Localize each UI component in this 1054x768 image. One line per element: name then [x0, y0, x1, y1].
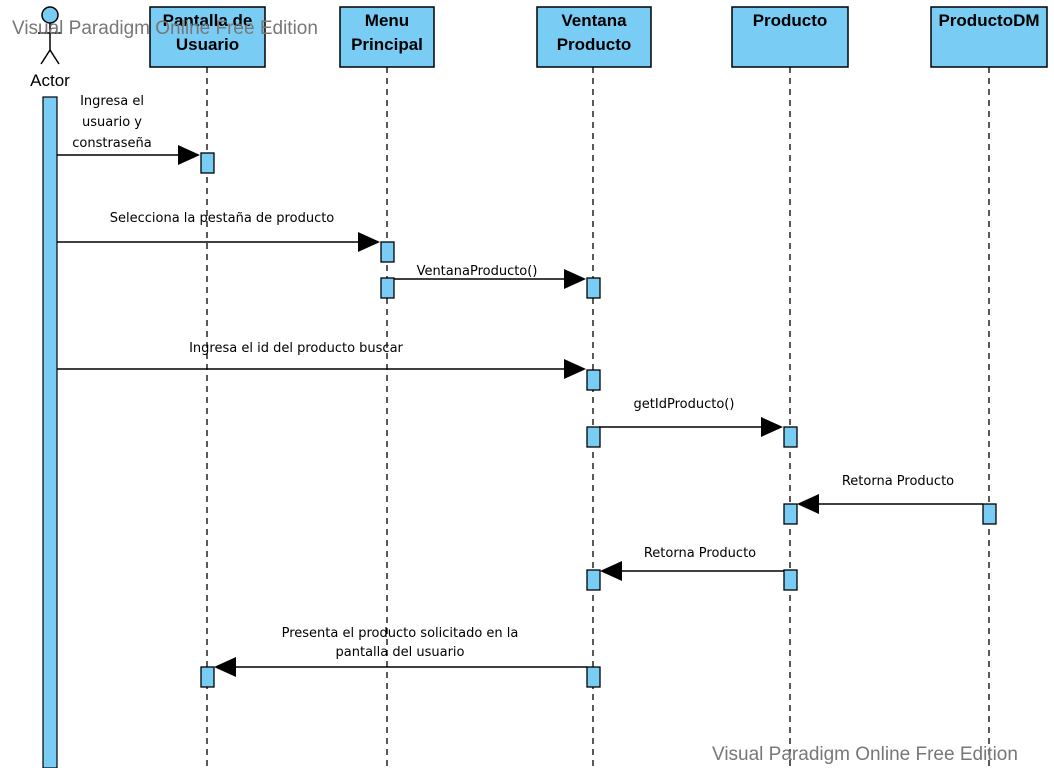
message-6-arrowhead	[797, 494, 819, 514]
message-5-send-activation	[586, 426, 601, 448]
message-5-receive-activation	[783, 426, 798, 448]
lifeline-box-ventana	[536, 6, 652, 68]
message-3-arrowhead	[564, 269, 586, 289]
message-2-receive-activation	[380, 241, 395, 263]
message-8-label-1: pantalla del usuario	[336, 645, 465, 660]
message-7-receive-activation	[586, 569, 601, 591]
message-3-label-0: VentanaProducto()	[417, 264, 538, 279]
lifeline-name-pantalla-1: Usuario	[176, 35, 239, 54]
message-1: Ingresa el usuario y constraseña	[57, 94, 215, 174]
lifeline-heads-layer: Pantalla deUsuarioMenuPrincipalVentanaPr…	[149, 6, 1048, 68]
message-6-send-activation	[982, 503, 997, 525]
message-1-arrowhead	[178, 145, 200, 165]
lifeline-box-producto	[731, 6, 849, 68]
actor-left-leg	[40, 49, 51, 65]
stick-figure-icon	[38, 6, 62, 65]
message-5: getIdProducto()	[586, 397, 798, 448]
message-7-label-0: Retorna Producto	[644, 546, 756, 561]
message-2: Selecciona la pestaña de producto	[57, 211, 395, 263]
lifeline-name-menu-1: Principal	[351, 35, 423, 54]
message-3: VentanaProducto()	[380, 264, 601, 299]
message-1-label-1: usuario y	[82, 115, 142, 130]
messages-layer: Ingresa el usuario y constraseñaSelecciona…	[57, 94, 997, 688]
message-4-label-0: Ingresa el id del producto buscar	[189, 341, 403, 356]
lifeline-box-menu	[339, 6, 435, 68]
message-7: Retorna Producto	[586, 546, 798, 591]
message-1-label-0: Ingresa el	[80, 94, 144, 109]
lifeline-name-ventana-0: Ventana	[561, 11, 627, 30]
lifeline-name-menu-0: Menu	[365, 11, 409, 30]
message-5-label-0: getIdProducto()	[634, 397, 735, 412]
message-8-label-0: Presenta el producto solicitado en la	[282, 626, 519, 641]
actor-activation-bar	[42, 96, 58, 768]
message-8: Presenta el producto solicitado en la pan…	[200, 626, 601, 688]
message-6-label-0: Retorna Producto	[842, 474, 954, 489]
lifeline-name-producto-0: Producto	[753, 11, 828, 30]
lifeline-head-pantalla: Pantalla de Usuario	[149, 6, 266, 68]
watermark-top: Visual Paradigm Online Free Edition	[12, 18, 318, 39]
actor-layer: Actor	[30, 6, 70, 768]
lifeline-box-pantalla	[149, 6, 266, 68]
actor-right-leg	[49, 49, 60, 65]
message-3-receive-activation	[586, 277, 601, 299]
message-5-arrowhead	[761, 417, 783, 437]
message-8-receive-activation	[200, 666, 215, 688]
lifeline-name-ventana-1: Producto	[557, 35, 632, 54]
message-4-receive-activation	[586, 369, 601, 391]
message-2-label-0: Selecciona la pestaña de producto	[110, 211, 335, 226]
lifeline-name-productodm-0: ProductoDM	[938, 11, 1039, 30]
lifeline-box-productodm	[930, 6, 1048, 68]
message-1-label-2: constraseña	[72, 136, 152, 151]
message-6-receive-activation	[783, 503, 798, 525]
message-8-arrowhead	[214, 657, 236, 677]
lifeline-head-ventana: VentanaProducto	[536, 6, 652, 68]
message-3-send-activation	[380, 277, 395, 299]
message-4: Ingresa el id del producto buscar	[57, 341, 601, 391]
actor: Actor	[30, 6, 70, 768]
message-2-arrowhead	[358, 232, 380, 252]
lifelines-layer	[206, 67, 990, 768]
lifeline-name-pantalla-0: Pantalla de	[163, 11, 253, 30]
message-8-send-activation	[586, 666, 601, 688]
message-4-arrowhead	[564, 359, 586, 379]
message-6: Retorna Producto	[783, 474, 997, 525]
watermark-bottom: Visual Paradigm Online Free Edition	[712, 744, 1018, 765]
message-7-send-activation	[783, 569, 798, 591]
actor-name: Actor	[30, 71, 70, 90]
message-7-arrowhead	[600, 561, 622, 581]
message-1-receive-activation	[200, 152, 215, 174]
lifeline-head-productodm: ProductoDM	[930, 6, 1048, 68]
lifeline-head-producto: Producto	[731, 6, 849, 68]
